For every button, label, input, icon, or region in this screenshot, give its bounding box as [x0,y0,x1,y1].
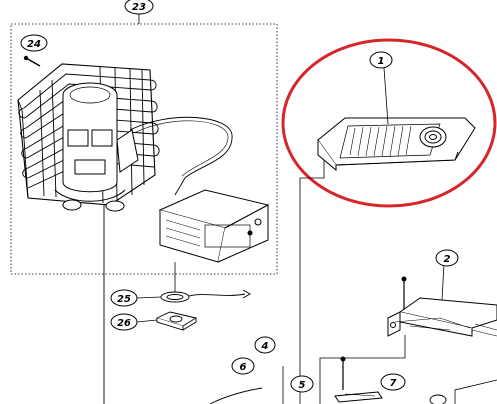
screw-and-strip-7 [334,356,383,403]
callout-25-leader [136,296,162,299]
callout-label: 4 [261,341,269,352]
refrigerant-tube [129,116,233,196]
callout-label: 25 [117,294,131,305]
callout-5: 5 [290,375,314,393]
callout-24: 24 [20,34,48,52]
callout-26: 26 [110,313,138,331]
callout-label: 6 [240,362,247,373]
callout-label: 24 [27,39,41,50]
screw-24 [23,55,41,67]
callout-23: 23 [124,0,154,15]
callout-label: 23 [132,2,146,13]
module-long-leader [319,335,406,404]
callout-26-leader [136,319,158,323]
compressor [54,82,139,212]
partial-part-bottom-left [209,387,263,404]
refrigerant-tube-inner [133,120,229,177]
highlight-ring [281,38,497,208]
partial-washer [429,394,447,404]
mount-26 [155,311,198,331]
callout-1-leader [383,67,389,125]
callout-2: 2 [435,249,459,267]
relay-box [158,189,270,263]
callout-1: 1 [369,51,393,69]
callout-label: 5 [299,380,306,391]
callout-label: 7 [390,378,397,389]
vent-grille [317,117,476,172]
callout-label: 1 [378,56,385,67]
callout-6: 6 [231,357,255,375]
callout-2-leader [441,263,445,301]
callout-label: 2 [444,254,451,265]
partial-part-bottom-right [454,379,497,404]
callout-label: 26 [117,318,131,329]
grommet-wire-25 [160,289,251,303]
callout-25: 25 [110,289,138,307]
callout-7: 7 [380,373,406,391]
compressor-assembly-boundary [10,23,278,275]
control-module [387,276,497,337]
grille-long-leader [299,160,325,404]
callout-4: 4 [254,336,276,354]
